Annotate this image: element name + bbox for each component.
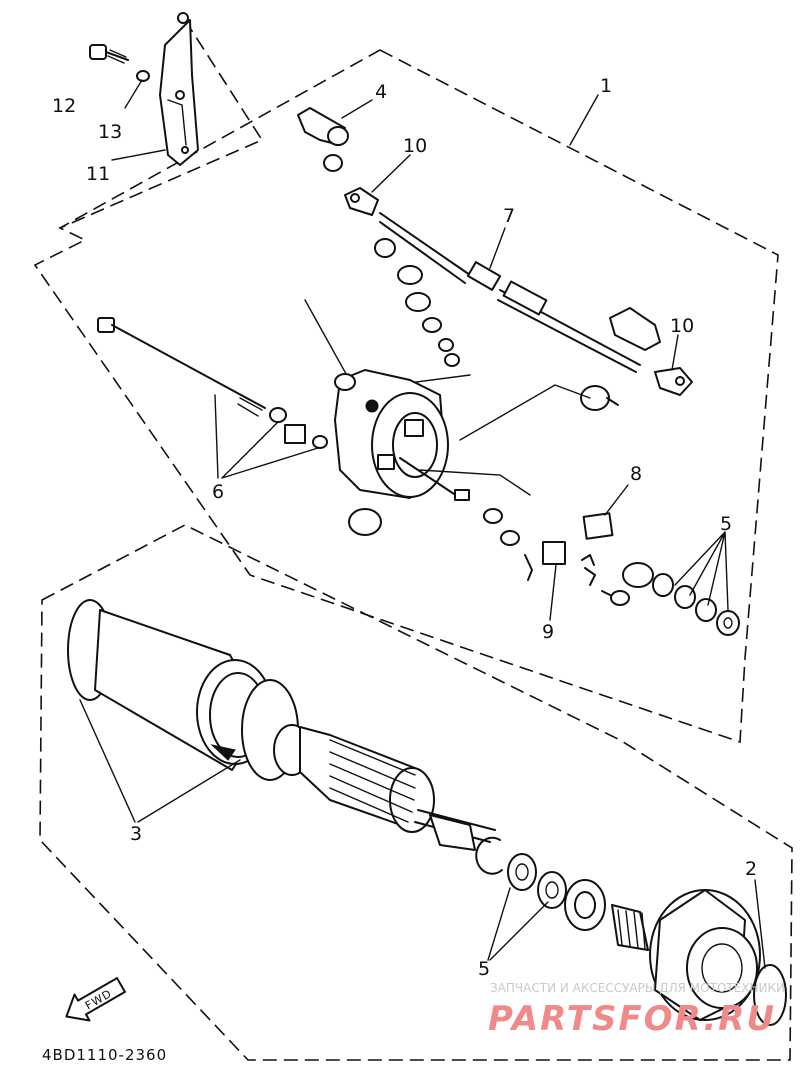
- rear-clip: [348, 508, 382, 536]
- fwd-arrow: FWD: [65, 977, 126, 1022]
- leader-lines: [79, 79, 766, 969]
- callout-2: 2: [745, 858, 757, 880]
- o-ring-small: [269, 407, 287, 423]
- terminal-nuts-washers: [374, 238, 460, 367]
- needle-bearing: [611, 904, 649, 951]
- brush-leads: [399, 457, 531, 501]
- small-screw: [601, 590, 630, 606]
- circlip: [475, 836, 503, 875]
- rubber-boot: [609, 307, 661, 351]
- callout-9: 9: [542, 621, 554, 643]
- callout-12: 12: [52, 95, 76, 117]
- bracket-group-outline: [59, 19, 264, 229]
- armature: [273, 724, 496, 851]
- callout-5-upper: 5: [720, 513, 732, 535]
- assembly-outline-lower: [39, 524, 793, 1061]
- rear-end-cover: [649, 889, 761, 1021]
- callout-13: 13: [98, 121, 122, 143]
- o-ring-lower: [500, 530, 520, 546]
- callout-3: 3: [130, 823, 142, 845]
- bushing: [622, 562, 654, 588]
- callout-11: 11: [86, 163, 110, 185]
- lead-wire-7: [379, 212, 641, 373]
- o-ring-mid: [483, 508, 503, 524]
- watermark-brand: PARTSFOR.RU: [488, 999, 776, 1039]
- washer-small: [312, 435, 328, 449]
- terminal-bolt: [580, 385, 619, 411]
- starter-bracket: [159, 12, 199, 166]
- callout-1: 1: [600, 75, 612, 97]
- assembly-outline-upper: [33, 49, 779, 744]
- brush-9-spring: [581, 554, 595, 566]
- callout-10-lower: 10: [670, 315, 694, 337]
- terminal-leader: [459, 384, 591, 441]
- callout-8: 8: [630, 463, 642, 485]
- bearing: [564, 879, 606, 931]
- callout-5-lower: 5: [478, 958, 490, 980]
- yoke-assembly-3: [67, 599, 274, 771]
- washer-13: [136, 70, 150, 82]
- rotor-shaft-tip: [334, 373, 356, 391]
- shim-washers-lower: [507, 853, 567, 909]
- shim-washers-upper: [652, 573, 740, 636]
- brush-small: [284, 424, 306, 444]
- bolt-12: [89, 44, 129, 64]
- callout-4: 4: [375, 81, 387, 103]
- brush-8: [582, 512, 614, 540]
- through-bolt-6: [97, 317, 266, 417]
- callout-10-upper: 10: [403, 135, 427, 157]
- watermark-tagline: ЗАПЧАСТИ И АКСЕССУАРЫ ДЛЯ МОТОТЕХНИКИ: [490, 981, 785, 995]
- terminal-lug-10-upper: [344, 187, 379, 216]
- part-4-elbow: [297, 107, 349, 172]
- drawing-code: 4BD1110-2360: [42, 1046, 167, 1064]
- brush-holder-9: [524, 541, 596, 586]
- callout-7: 7: [503, 205, 515, 227]
- callout-6: 6: [212, 481, 224, 503]
- terminal-lug-10-lower: [654, 367, 693, 396]
- o-ring-2: [753, 964, 787, 1026]
